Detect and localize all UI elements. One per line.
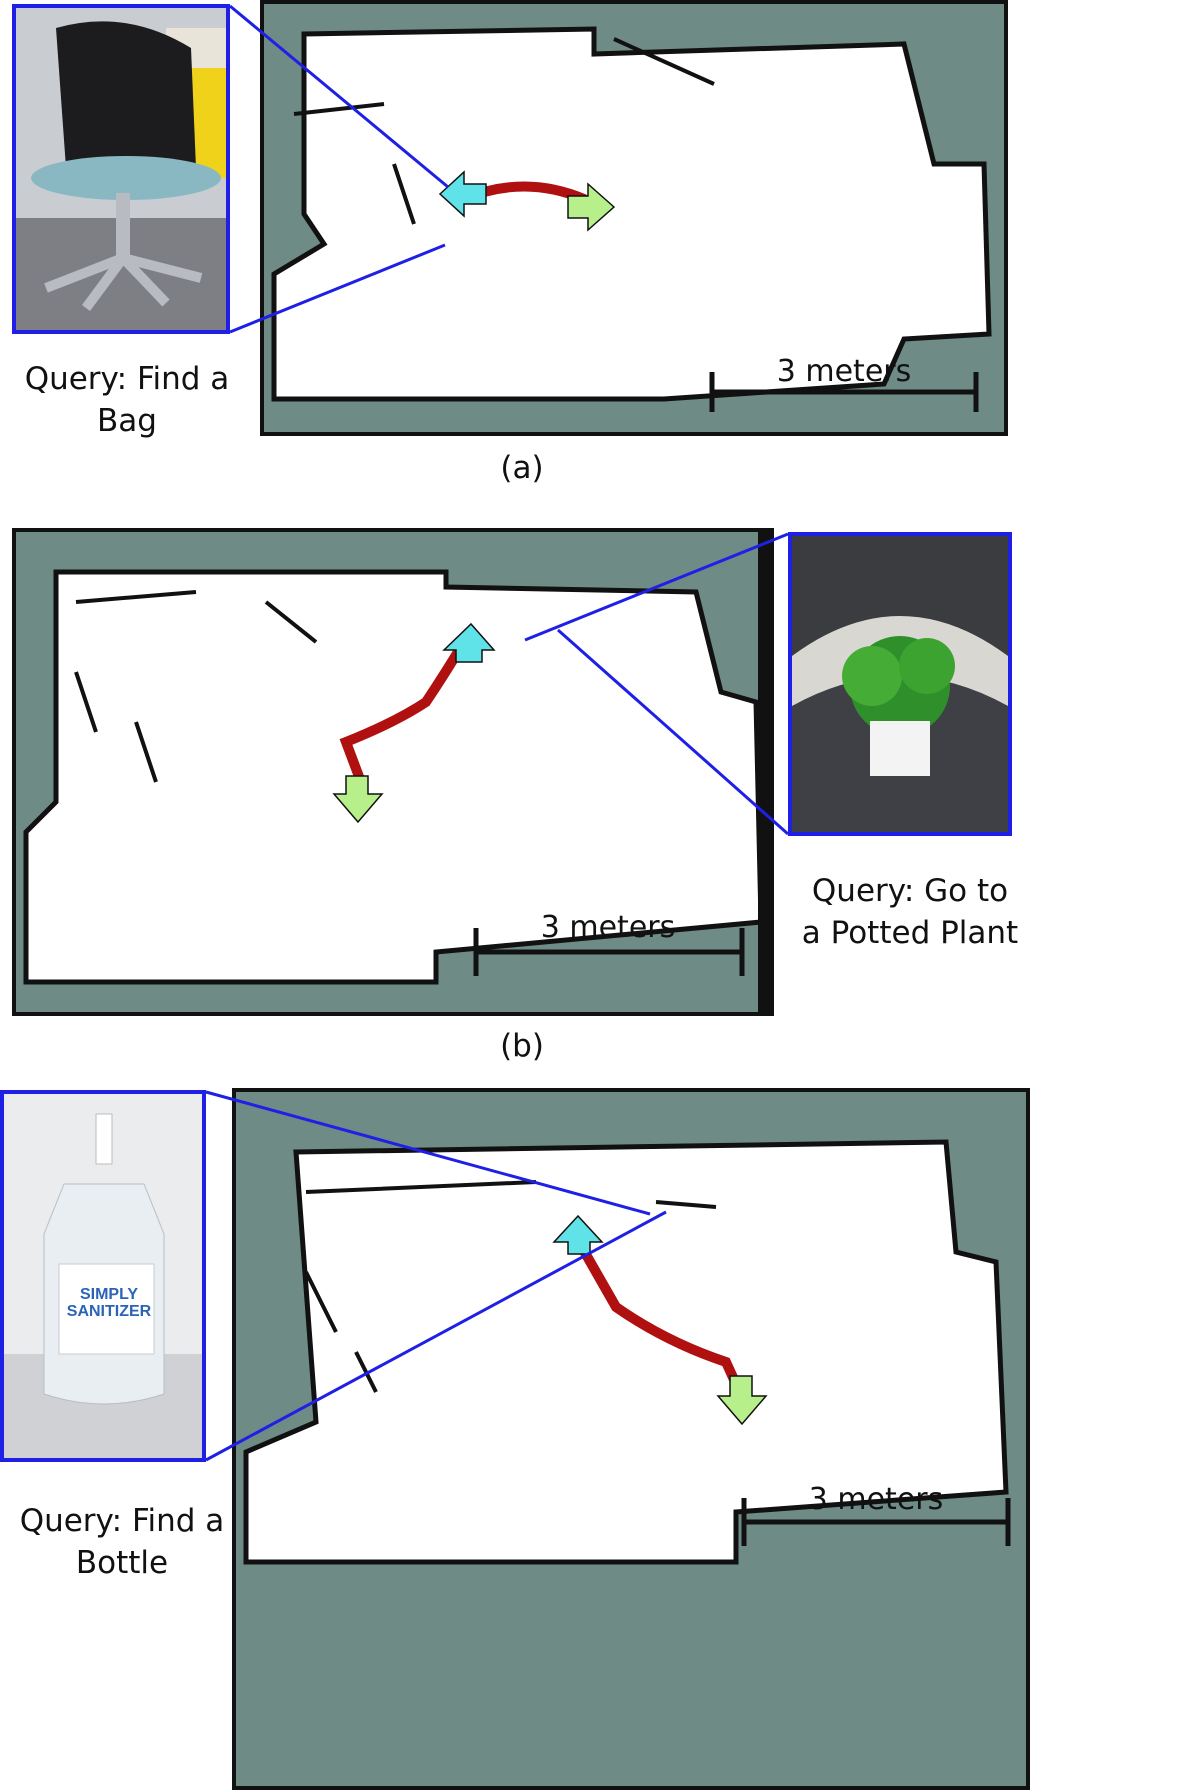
- start-arrow-icon: [716, 1375, 768, 1426]
- panel-a-query: Query: Find a Bag: [24, 361, 230, 439]
- panel-a-map: 3 meters: [260, 0, 1008, 436]
- start-arrow-icon: [567, 182, 616, 232]
- start-arrow-icon: [332, 775, 384, 824]
- panel-b-query: Query: Go to a Potted Plant: [801, 873, 1019, 951]
- panel-a-scale-label: 3 meters: [776, 354, 912, 389]
- goal-arrow-icon: [438, 170, 487, 218]
- panel-c-scale-label: 3 meters: [808, 1482, 944, 1517]
- bottle-icon: [4, 1094, 202, 1458]
- goal-arrow-icon: [552, 1214, 604, 1255]
- panel-a-path: [438, 170, 979, 412]
- panel-a-caption: (a): [500, 450, 544, 486]
- potted-plant-icon: [792, 536, 1008, 832]
- panel-b-scale-label: 3 meters: [540, 910, 676, 945]
- panel-b-caption: (b): [500, 1028, 544, 1064]
- bag-icon: [16, 8, 226, 330]
- panel-c-query: Query: Find a Bottle: [19, 1503, 225, 1581]
- bottle-label-text: SIMPLY SANITIZER: [66, 1286, 152, 1320]
- panel-a-object-photo: [12, 4, 230, 334]
- panel-c-map: 3 meters: [232, 1088, 1030, 1790]
- panel-b-map: 3 meters: [12, 528, 774, 1016]
- goal-arrow-icon: [442, 622, 496, 663]
- panel-c-path: [552, 1214, 1011, 1546]
- panel-c-object-photo: SIMPLY SANITIZER: [0, 1090, 206, 1462]
- panel-b-path: [332, 622, 745, 976]
- panel-b-object-photo: [788, 532, 1012, 836]
